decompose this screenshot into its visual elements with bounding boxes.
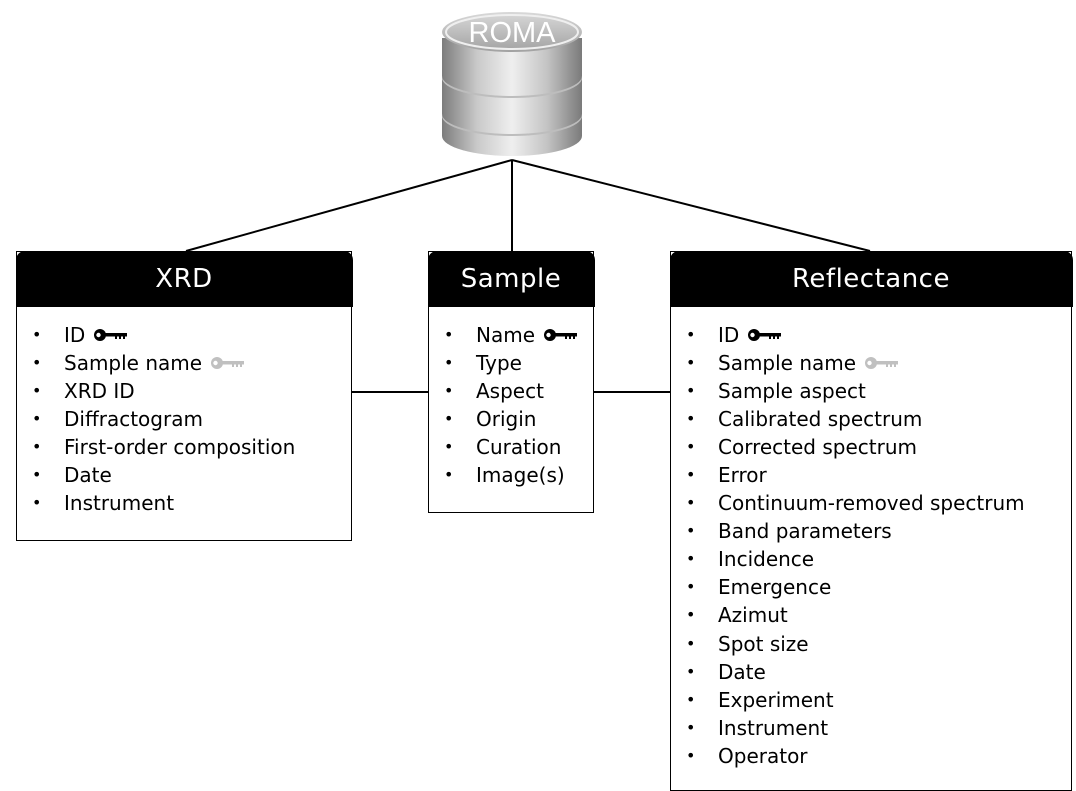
field-label: Spot size bbox=[718, 631, 809, 656]
field-item: Spot size bbox=[671, 630, 1071, 658]
db-to-xrd-line bbox=[185, 159, 513, 252]
field-item: Date bbox=[671, 658, 1071, 686]
field-item: XRD ID bbox=[17, 377, 351, 405]
field-item: Aspect bbox=[429, 377, 593, 405]
sample-table: Sample NameTypeAspectOriginCurationImage… bbox=[427, 250, 595, 513]
field-item: Azimut bbox=[671, 601, 1071, 629]
sample-table-title: Sample bbox=[427, 250, 595, 307]
primary-key-icon bbox=[544, 328, 578, 341]
field-label: Corrected spectrum bbox=[718, 434, 917, 459]
db-to-reflectance-line bbox=[511, 159, 871, 252]
field-label: First-order composition bbox=[64, 434, 296, 459]
field-label: Incidence bbox=[718, 547, 815, 572]
foreign-key-icon bbox=[865, 356, 899, 369]
field-label: Curation bbox=[476, 434, 562, 459]
field-item: Instrument bbox=[671, 714, 1071, 742]
field-label: Image(s) bbox=[476, 462, 565, 487]
field-item: Origin bbox=[429, 405, 593, 433]
reflectance-table-title: Reflectance bbox=[669, 250, 1073, 307]
field-item: Emergence bbox=[671, 573, 1071, 601]
reflectance-table: Reflectance ID Sample nameSample aspectCa… bbox=[669, 250, 1073, 791]
field-item: Incidence bbox=[671, 545, 1071, 573]
database-icon bbox=[442, 12, 582, 156]
field-label: Type bbox=[476, 350, 522, 375]
xrd-field-list: ID Sample nameXRD ID DiffractogramFirst-or… bbox=[17, 307, 351, 518]
field-label: Error bbox=[718, 462, 767, 487]
field-item: Date bbox=[17, 461, 351, 489]
field-label: Instrument bbox=[718, 715, 829, 740]
field-item: Instrument bbox=[17, 489, 351, 517]
primary-key-icon bbox=[748, 328, 782, 341]
field-label: Calibrated spectrum bbox=[718, 406, 923, 431]
xrd-table-title: XRD bbox=[15, 250, 353, 307]
field-item: Error bbox=[671, 461, 1071, 489]
field-item: Band parameters bbox=[671, 517, 1071, 545]
field-label: Origin bbox=[476, 406, 537, 431]
field-item: Operator bbox=[671, 742, 1071, 770]
field-label: Emergence bbox=[718, 575, 832, 600]
field-item: Experiment bbox=[671, 686, 1071, 714]
field-item: Image(s) bbox=[429, 461, 593, 489]
field-label: Sample name bbox=[718, 350, 857, 375]
field-label: Sample name bbox=[64, 350, 203, 375]
field-item: First-order composition bbox=[17, 433, 351, 461]
field-label: Date bbox=[64, 462, 112, 487]
field-label: Continuum-removed spectrum bbox=[718, 491, 1025, 516]
database: ROMA bbox=[438, 8, 586, 160]
field-item: Name bbox=[429, 321, 593, 349]
field-item: ID bbox=[17, 321, 351, 349]
field-label: Name bbox=[476, 322, 536, 347]
field-label: Azimut bbox=[718, 603, 788, 628]
xrd-table: XRD IDSample nameXRD IDDiffractogramFirs… bbox=[15, 250, 353, 541]
field-label: Diffractogram bbox=[64, 406, 203, 431]
field-item: Sample name bbox=[671, 349, 1071, 377]
field-item: ID bbox=[671, 321, 1071, 349]
field-item: Curation bbox=[429, 433, 593, 461]
field-item: Type bbox=[429, 349, 593, 377]
field-label: Operator bbox=[718, 743, 808, 768]
field-item: Continuum-removed spectrum bbox=[671, 489, 1071, 517]
field-item: Corrected spectrum bbox=[671, 433, 1071, 461]
field-label: ID bbox=[64, 322, 86, 347]
field-label: Experiment bbox=[718, 687, 834, 712]
field-label: Instrument bbox=[64, 491, 175, 516]
field-item: Calibrated spectrum bbox=[671, 405, 1071, 433]
field-item: Diffractogram bbox=[17, 405, 351, 433]
database-name: ROMA bbox=[468, 17, 556, 49]
foreign-key-icon bbox=[211, 356, 245, 369]
field-label: Date bbox=[718, 659, 766, 684]
sample-field-list: NameTypeAspectOriginCurationImage(s) bbox=[429, 307, 593, 489]
primary-key-icon bbox=[94, 328, 128, 341]
field-label: Band parameters bbox=[718, 519, 892, 544]
field-label: Sample aspect bbox=[718, 378, 866, 403]
field-label: XRD ID bbox=[64, 378, 135, 403]
field-item: Sample name bbox=[17, 349, 351, 377]
field-label: ID bbox=[718, 322, 740, 347]
field-item: Sample aspect bbox=[671, 377, 1071, 405]
reflectance-field-list: ID Sample nameSample aspectCalibrated spe… bbox=[671, 307, 1071, 771]
field-label: Aspect bbox=[476, 378, 544, 403]
